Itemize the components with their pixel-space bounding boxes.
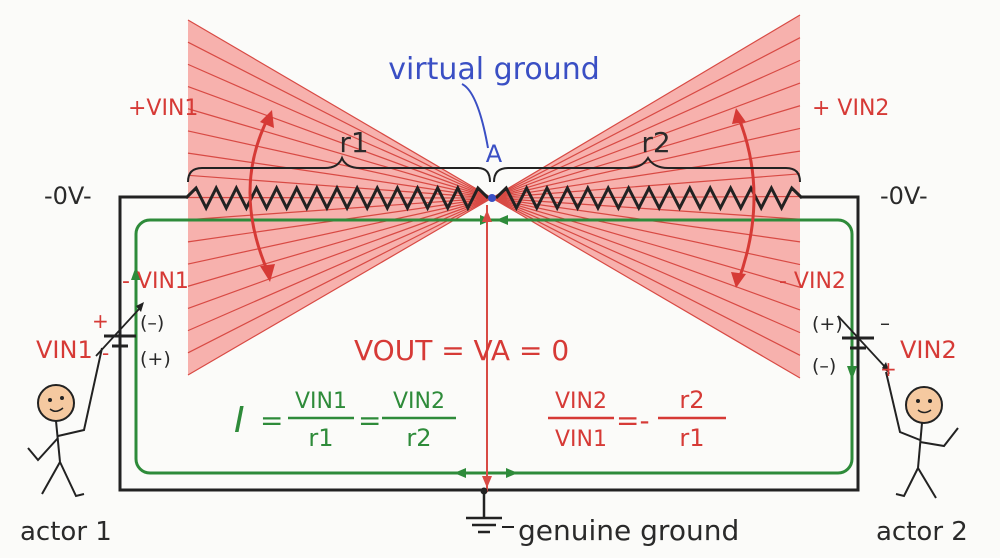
fan-line	[187, 196, 493, 199]
left-swing-arrow	[248, 117, 270, 273]
src2-minus: –	[880, 311, 890, 335]
arrow-icon	[260, 110, 274, 128]
frac2-den: r2	[406, 424, 431, 452]
fan-line	[187, 197, 493, 265]
left-voltage-fan	[187, 19, 493, 376]
right-fan-lines	[491, 14, 801, 379]
battery-vin1	[104, 334, 136, 348]
fan-line	[491, 197, 801, 356]
variable-arrow-icon	[837, 315, 887, 369]
arrow-icon	[847, 366, 857, 380]
ratio-rhs-den: r1	[679, 424, 704, 452]
arrow-icon	[136, 302, 144, 312]
src1-plus: +	[92, 309, 109, 333]
fan-line	[187, 108, 493, 199]
zero-v-right-label: -0V-	[880, 182, 928, 210]
ratio-den: VIN1	[555, 427, 607, 452]
fan-line	[491, 150, 801, 199]
src2-pol-neg: (–)	[812, 355, 836, 377]
node-a-dot	[488, 194, 496, 202]
actor1-face-icon	[37, 384, 75, 422]
node-a-label: A	[486, 140, 503, 168]
ratio-eq-sign: =-	[616, 404, 650, 437]
arrow-icon	[454, 468, 466, 478]
fan-line	[187, 41, 493, 199]
eq-sign-2: =	[358, 404, 381, 437]
arrow-icon	[731, 272, 746, 288]
genuine-ground-label: genuine ground	[518, 514, 739, 547]
fan-line	[187, 197, 493, 376]
vout-equation: VOUT = VA = 0	[354, 334, 569, 367]
actor2-label: actor 2	[876, 517, 968, 547]
left-fan-lines	[187, 19, 493, 376]
variable-arrow-icon	[95, 307, 141, 357]
fan-line	[491, 127, 801, 199]
plus-vin1-label: +VIN1	[128, 96, 198, 121]
src2-plus: +	[880, 357, 897, 381]
fan-line	[491, 59, 801, 199]
fan-line	[187, 63, 493, 199]
fan-line	[187, 85, 493, 199]
plus-vin2-label: + VIN2	[812, 96, 889, 121]
ratio-rhs-num: r2	[679, 386, 704, 414]
fan-line	[187, 130, 493, 199]
frac1-num: VIN1	[295, 389, 347, 414]
src1-pol-pos: (+)	[140, 348, 171, 370]
actor1-label: actor 1	[20, 517, 112, 547]
src1-pol-neg: (–)	[140, 312, 164, 334]
arrow-icon	[496, 215, 508, 225]
r2-label: r2	[641, 126, 670, 159]
fan-line	[187, 197, 493, 354]
actor1-figure	[27, 347, 103, 498]
fan-line	[491, 197, 801, 379]
fan-line	[491, 197, 801, 288]
eq-sign-1: =	[260, 404, 283, 437]
arrow-icon	[131, 266, 141, 280]
current-symbol: I	[234, 400, 245, 441]
right-swing-arrow	[736, 115, 756, 283]
arrow-icon	[260, 264, 275, 282]
fan-line	[187, 197, 493, 221]
fan-line	[491, 37, 801, 199]
circuit-wire	[118, 195, 860, 492]
virtual-ground-label: virtual ground	[388, 52, 600, 87]
current-arrows	[131, 215, 857, 478]
zero-v-left-label: -0V-	[44, 182, 92, 210]
minus-vin1-label: - VIN1	[122, 269, 189, 294]
fan-line	[491, 197, 801, 266]
fan-line	[491, 197, 801, 220]
vin1-source-label: VIN1	[36, 336, 93, 364]
fan-line	[187, 152, 493, 199]
fan-line	[187, 197, 493, 287]
r1-brace	[187, 155, 491, 183]
actor2-face-icon	[905, 386, 943, 424]
ratio-num: VIN2	[555, 389, 607, 414]
arrow-icon	[506, 468, 518, 478]
virtual-ground-pointer	[461, 83, 489, 149]
frac1-den: r1	[308, 424, 333, 452]
actor2-figure	[885, 371, 959, 499]
arrow-icon	[882, 362, 890, 374]
src2-pol-pos: (+)	[812, 313, 843, 335]
fan-line	[491, 197, 801, 311]
ground-icon	[466, 490, 502, 534]
r1-label: r1	[339, 126, 368, 159]
fan-line	[491, 105, 801, 199]
fan-line	[187, 197, 493, 310]
r2-brace	[493, 156, 801, 183]
arrow-icon	[482, 476, 492, 488]
arrow-icon	[482, 210, 492, 222]
resistor-r1	[184, 184, 490, 212]
minus-vin2-label: - VIN2	[779, 269, 846, 294]
src1-minus: -	[102, 341, 109, 365]
vin2-source-label: VIN2	[900, 336, 957, 364]
fan-line	[491, 82, 801, 199]
arrow-icon	[732, 108, 746, 124]
frac2-num: VIN2	[393, 389, 445, 414]
ground-node-dot	[480, 487, 488, 495]
resistor-r2	[494, 184, 804, 212]
